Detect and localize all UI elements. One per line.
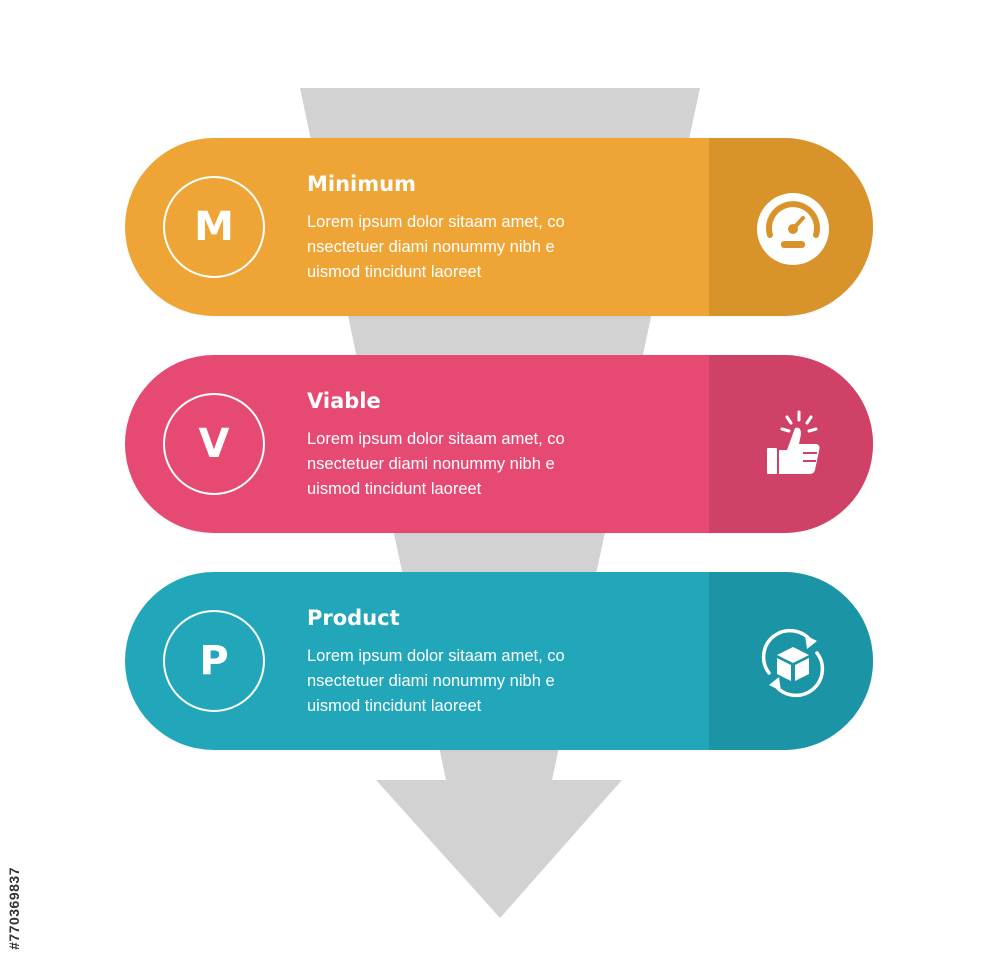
box-cycle-icon xyxy=(753,623,833,703)
row-description-product: Lorem ipsum dolor sitaam amet, co nsecte… xyxy=(307,647,565,715)
row-minimum: M Minimum Lorem ipsum dolor sitaam amet,… xyxy=(125,138,873,316)
letter-circle-v: V xyxy=(163,393,265,495)
row-title-product: Product xyxy=(307,606,400,630)
thumbs-up-icon xyxy=(753,406,833,486)
row-title-viable: Viable xyxy=(307,389,381,413)
speedometer-icon xyxy=(753,189,833,269)
row-title-minimum: Minimum xyxy=(307,172,416,196)
row-product: P Product Lorem ipsum dolor sitaam amet,… xyxy=(125,572,873,750)
row-viable: V Viable Lorem ipsum dolor sitaam amet, … xyxy=(125,355,873,533)
stock-id-label: #770369837 xyxy=(6,867,22,950)
row-description-minimum: Lorem ipsum dolor sitaam amet, co nsecte… xyxy=(307,213,565,281)
letter-circle-m: M xyxy=(163,176,265,278)
row-description-viable: Lorem ipsum dolor sitaam amet, co nsecte… xyxy=(307,430,565,498)
letter-circle-p: P xyxy=(163,610,265,712)
